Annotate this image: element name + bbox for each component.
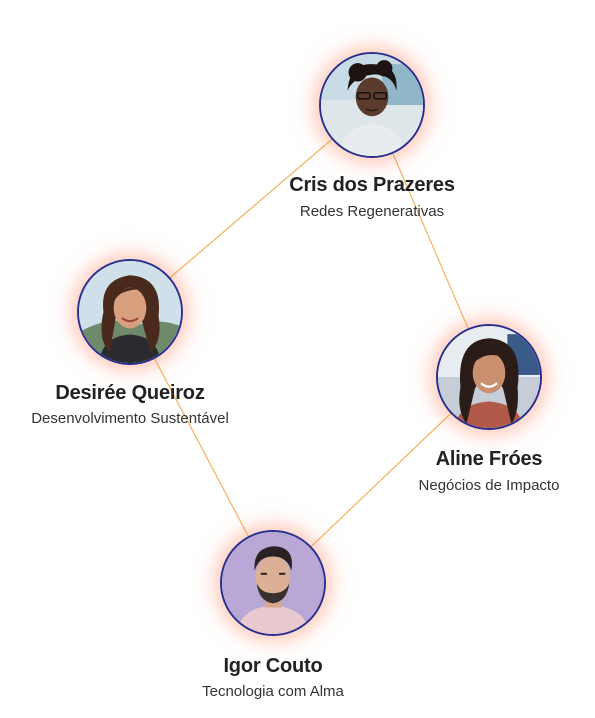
avatar-cris-dos-prazeres[interactable] (319, 52, 425, 158)
person-photo-icon (438, 326, 540, 428)
person-photo-icon (222, 532, 324, 634)
person-name: Cris dos Prazeres (289, 174, 455, 196)
person-role: Negócios de Impacto (418, 477, 560, 494)
person-photo-icon (321, 54, 423, 156)
avatar-desiree-queiroz[interactable] (77, 259, 183, 365)
person-photo-icon (79, 261, 181, 363)
avatar-aline-froes[interactable] (436, 324, 542, 430)
person-role: Tecnologia com Alma (202, 683, 344, 700)
person-role: Redes Regenerativas (299, 203, 445, 220)
person-name: Aline Fróes (435, 448, 543, 470)
person-name: Igor Couto (223, 655, 323, 677)
avatar-igor-couto[interactable] (220, 530, 326, 636)
person-role: Desenvolvimento Sustentável (31, 410, 229, 427)
person-name: Desirée Queiroz (55, 382, 205, 404)
